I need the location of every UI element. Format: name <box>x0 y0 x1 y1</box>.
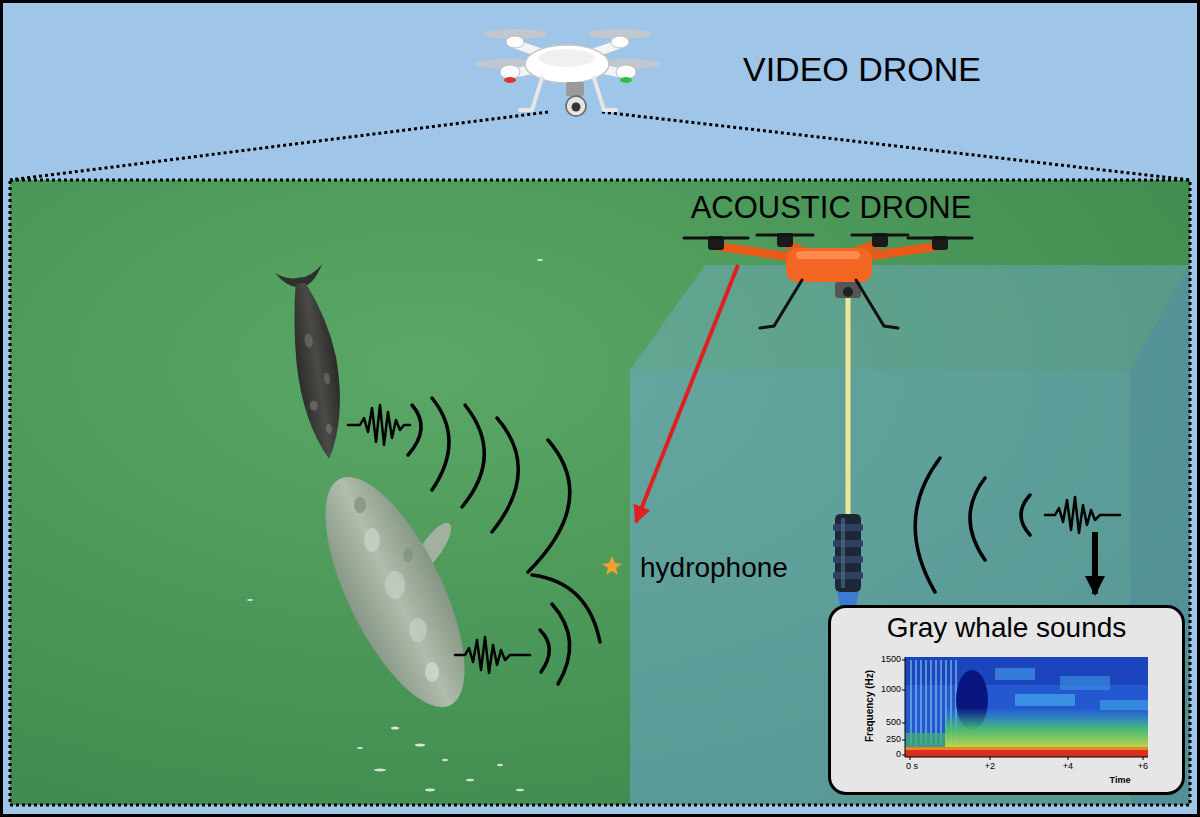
device-label: hydrophone <box>640 553 788 584</box>
gray-whale-pale <box>298 458 493 726</box>
sound-waves-right <box>915 458 1120 592</box>
gray-whale-dark <box>274 264 350 463</box>
tether-line <box>846 296 851 516</box>
axis-title: Frequency (Hz) <box>864 670 875 742</box>
tick-label: 250 <box>886 735 901 745</box>
drone-label: VIDEO DRONE <box>743 51 981 88</box>
camera-view-line <box>10 112 548 180</box>
sound-waves-left <box>348 398 600 684</box>
tick-label: +2 <box>985 762 995 772</box>
pointer-arrow <box>636 265 738 522</box>
sea-ground <box>10 180 1190 805</box>
axis-title: Time <box>1110 776 1131 786</box>
recording-arrow <box>1092 532 1098 594</box>
hydrophone-device <box>833 514 863 614</box>
tick-label: 0 s <box>906 762 918 772</box>
camera-view-frame <box>10 180 1190 805</box>
tick-label: +6 <box>1138 762 1148 772</box>
tick-label: 1000 <box>881 685 901 695</box>
hydrophone-top-view <box>602 556 622 575</box>
drone-label: ACOUSTIC DRONE <box>691 191 972 225</box>
tick-label: 0 <box>896 750 901 760</box>
video-drone-icon <box>474 29 662 116</box>
acoustic-drone-icon <box>684 233 972 328</box>
sound-panel: Gray whale sounds <box>828 605 1185 795</box>
panel-title: Gray whale sounds <box>831 612 1182 644</box>
tick-label: 1500 <box>881 655 901 665</box>
tick-label: 500 <box>886 718 901 728</box>
camera-view-line <box>602 112 1190 180</box>
tick-label: +4 <box>1063 762 1073 772</box>
listening-volume-cube <box>630 265 1190 805</box>
sea-glints <box>247 259 543 791</box>
